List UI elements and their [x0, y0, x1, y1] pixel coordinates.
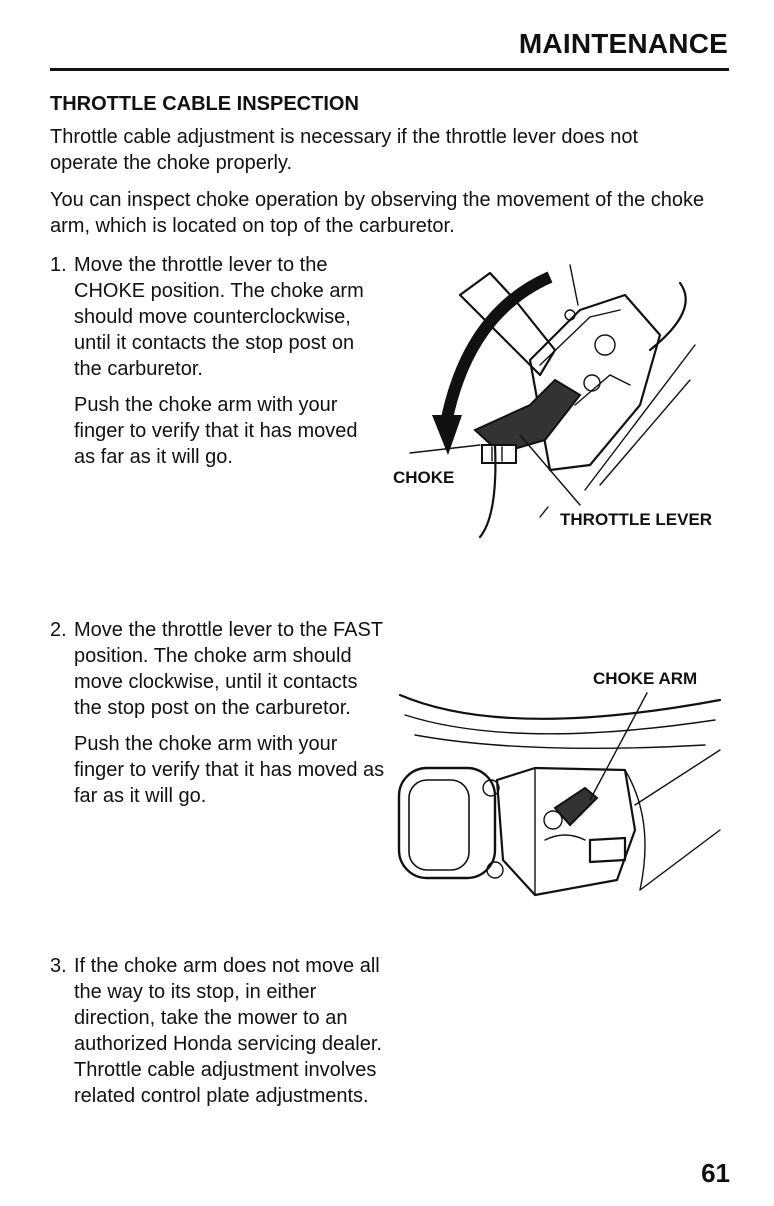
intro-paragraph-2: You can inspect choke operation by obser… [50, 189, 705, 237]
step-3-number: 3. [50, 955, 67, 977]
page-number: 61 [701, 1158, 730, 1188]
intro-paragraph-1: Throttle cable adjustment is necessary i… [50, 126, 639, 174]
step-2-number: 2. [50, 619, 67, 641]
step-1-text: Move the throttle lever to the CHOKE pos… [74, 254, 364, 380]
step-2-subtext: Push the choke arm with your finger to v… [74, 733, 385, 807]
throttle-choke-illustration [409, 264, 696, 539]
section-title: THROTTLE CABLE INSPECTION [50, 93, 359, 115]
step-3-text: If the choke arm does not move all the w… [74, 955, 382, 1107]
step-1-number: 1. [50, 254, 67, 276]
step-3: 3. If the choke arm does not move all th… [50, 953, 390, 1109]
choke-callout: CHOKE [393, 468, 455, 487]
carburetor-choke-arm-illustration [397, 692, 722, 897]
step-2: 2. Move the throttle lever to the FAST p… [50, 617, 390, 809]
page-header-title: MAINTENANCE [518, 28, 728, 59]
header-rule [50, 68, 729, 71]
choke-arm-callout: CHOKE ARM [593, 669, 698, 688]
step-1-subtext: Push the choke arm with your finger to v… [74, 394, 358, 468]
throttle-lever-callout: THROTTLE LEVER [560, 510, 713, 529]
step-1: 1. Move the throttle lever to the CHOKE … [50, 252, 370, 470]
step-2-text: Move the throttle lever to the FAST posi… [74, 619, 383, 719]
